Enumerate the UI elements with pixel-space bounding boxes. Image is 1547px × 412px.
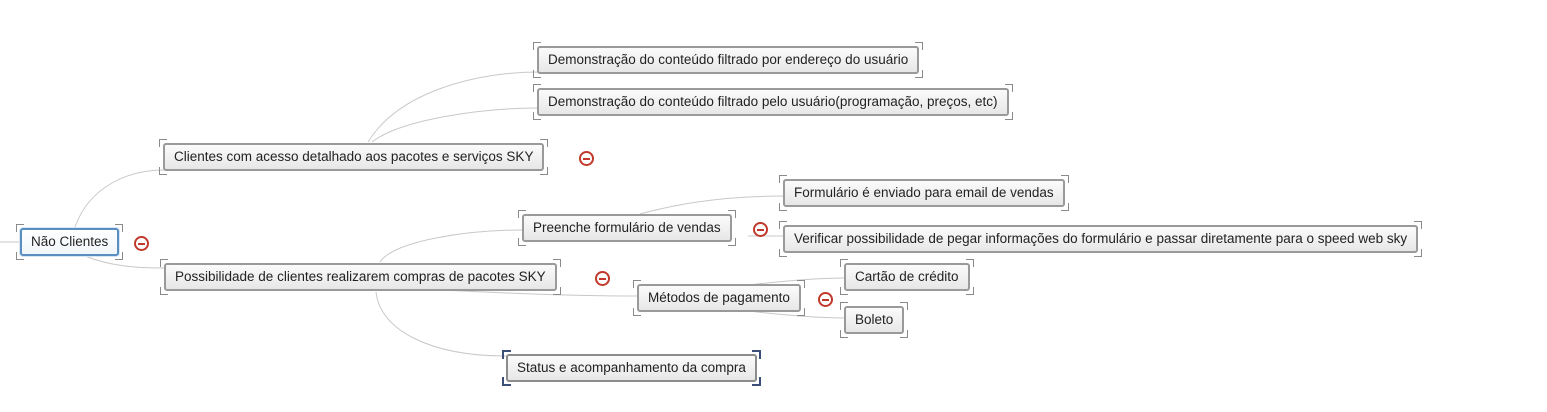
node-preenche-formulario[interactable]: Preenche formulário de vendas bbox=[518, 210, 736, 246]
corner-handle bbox=[779, 221, 787, 229]
collapse-clientes-acesso-icon[interactable] bbox=[579, 151, 594, 166]
corner-handle bbox=[965, 287, 974, 295]
corner-handle bbox=[840, 302, 848, 310]
corner-handle bbox=[533, 70, 541, 78]
node-label: Cartão de crédito bbox=[855, 269, 959, 284]
corner-handle bbox=[727, 210, 736, 218]
corner-handle bbox=[633, 280, 641, 288]
link-preenche-formulario-email bbox=[639, 195, 785, 215]
corner-handle bbox=[840, 287, 848, 295]
node-label: Possibilidade de clientes realizarem com… bbox=[175, 269, 546, 284]
corner-handle bbox=[552, 259, 561, 267]
corner-handle bbox=[1414, 221, 1423, 229]
node-clientes-acesso[interactable]: Clientes com acesso detalhado aos pacote… bbox=[159, 139, 549, 175]
corner-handle bbox=[159, 139, 167, 147]
corner-handle bbox=[533, 84, 541, 92]
node-label: Boleto bbox=[855, 312, 894, 327]
corner-handle bbox=[533, 112, 541, 120]
corner-handle bbox=[915, 70, 924, 78]
corner-handle bbox=[159, 167, 167, 175]
corner-handle bbox=[160, 259, 168, 267]
corner-handle bbox=[840, 259, 848, 267]
corner-handle bbox=[16, 224, 24, 232]
link-clientes-demo-usuario bbox=[371, 107, 539, 143]
node-formulario-email[interactable]: Formulário é enviado para email de venda… bbox=[779, 175, 1069, 211]
corner-handle bbox=[540, 139, 549, 147]
link-clientes-demo-endereco bbox=[367, 71, 539, 143]
corner-handle bbox=[779, 175, 787, 183]
corner-handle bbox=[840, 330, 848, 338]
node-label: Status e acompanhamento da compra bbox=[517, 360, 746, 375]
node-possibilidade[interactable]: Possibilidade de clientes realizarem com… bbox=[160, 259, 561, 295]
selection-handle[interactable] bbox=[502, 350, 511, 359]
collapse-metodos-icon[interactable] bbox=[818, 292, 833, 307]
corner-handle bbox=[900, 302, 909, 310]
corner-handle bbox=[779, 203, 787, 211]
link-possibilidade-preenche bbox=[379, 229, 523, 263]
corner-handle bbox=[727, 238, 736, 246]
node-label: Preenche formulário de vendas bbox=[533, 220, 721, 235]
corner-handle bbox=[115, 224, 124, 232]
node-label: Formulário é enviado para email de venda… bbox=[794, 185, 1054, 200]
corner-handle bbox=[115, 252, 124, 260]
node-status-acompanhamento[interactable]: Status e acompanhamento da compra bbox=[502, 350, 761, 386]
corner-handle bbox=[796, 308, 805, 316]
corner-handle bbox=[518, 238, 526, 246]
node-verificar[interactable]: Verificar possibilidade de pegar informa… bbox=[779, 221, 1423, 257]
node-label: Demonstração do conteúdo filtrado por en… bbox=[548, 52, 909, 67]
node-nao-clientes[interactable]: Não Clientes bbox=[16, 224, 124, 260]
corner-handle bbox=[796, 280, 805, 288]
corner-handle bbox=[633, 308, 641, 316]
link-root-clientes-acesso bbox=[74, 169, 165, 228]
corner-handle bbox=[900, 330, 909, 338]
collapse-preenche-icon[interactable] bbox=[753, 222, 768, 237]
selection-handle[interactable] bbox=[751, 377, 761, 386]
node-label: Verificar possibilidade de pegar informa… bbox=[794, 231, 1408, 246]
node-boleto[interactable]: Boleto bbox=[840, 302, 909, 338]
link-possibilidade-status bbox=[375, 291, 507, 357]
corner-handle bbox=[533, 42, 541, 50]
corner-handle bbox=[552, 287, 561, 295]
collapse-root-icon[interactable] bbox=[134, 236, 149, 251]
link-root-possibilidade bbox=[84, 255, 165, 269]
node-label: Demonstração do conteúdo filtrado pelo u… bbox=[548, 94, 998, 109]
node-demo-usuario[interactable]: Demonstração do conteúdo filtrado pelo u… bbox=[533, 84, 1013, 120]
corner-handle bbox=[1004, 112, 1013, 120]
corner-handle bbox=[540, 167, 549, 175]
corner-handle bbox=[16, 252, 24, 260]
node-cartao-credito[interactable]: Cartão de crédito bbox=[840, 259, 974, 295]
node-label: Métodos de pagamento bbox=[648, 290, 790, 305]
corner-handle bbox=[915, 42, 924, 50]
corner-handle bbox=[779, 249, 787, 257]
corner-handle bbox=[965, 259, 974, 267]
node-metodos-pagamento[interactable]: Métodos de pagamento bbox=[633, 280, 805, 316]
selection-handle[interactable] bbox=[751, 350, 761, 359]
corner-handle bbox=[1414, 249, 1423, 257]
node-demo-endereco[interactable]: Demonstração do conteúdo filtrado por en… bbox=[533, 42, 924, 78]
corner-handle bbox=[1060, 175, 1069, 183]
node-label: Não Clientes bbox=[31, 234, 109, 249]
corner-handle bbox=[1004, 84, 1013, 92]
corner-handle bbox=[518, 210, 526, 218]
corner-handle bbox=[160, 287, 168, 295]
node-label: Clientes com acesso detalhado aos pacote… bbox=[174, 149, 534, 164]
selection-handle[interactable] bbox=[502, 377, 511, 386]
corner-handle bbox=[1060, 203, 1069, 211]
collapse-possibilidade-icon[interactable] bbox=[595, 271, 610, 286]
